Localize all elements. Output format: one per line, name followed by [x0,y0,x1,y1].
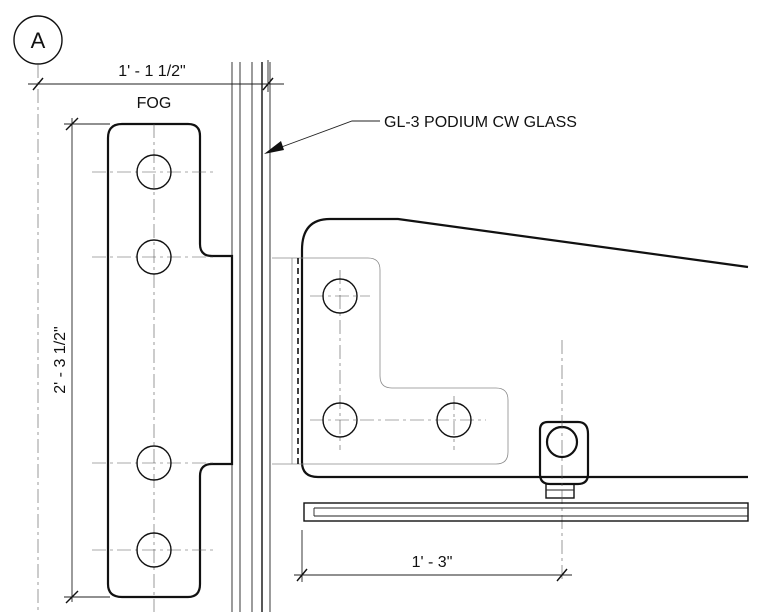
bolt-hole [136,532,172,568]
bolt-hole [136,154,172,190]
dimension-vertical: 2' - 3 1/2" [52,117,110,604]
bolt-hole [436,402,472,438]
fog-label: FOG [137,95,172,112]
dimension-bottom-text: 1' - 3" [412,554,453,571]
bottom-channel [303,502,749,522]
dimension-top-width: 1' - 1 1/2" [28,60,284,92]
grid-bubble: A [13,15,63,65]
glass-callout: GL-3 PODIUM CW GLASS [264,114,577,154]
beam-bracket [300,217,749,479]
fin-plate [92,122,234,612]
bolt-hole [322,278,358,314]
dimension-bottom-width: 1' - 3" [294,530,572,582]
glass-callout-text: GL-3 PODIUM CW GLASS [384,114,577,131]
bolt-hole [322,402,358,438]
bolt-hole [136,239,172,275]
clip-bracket [538,340,590,580]
mullion-lines [231,62,271,612]
gusset-plate [272,257,509,465]
dimension-vertical-text: 2' - 3 1/2" [52,326,69,393]
dimension-top-text: 1' - 1 1/2" [118,63,185,80]
grid-bubble-label: A [31,28,46,53]
bolt-hole [136,445,172,481]
